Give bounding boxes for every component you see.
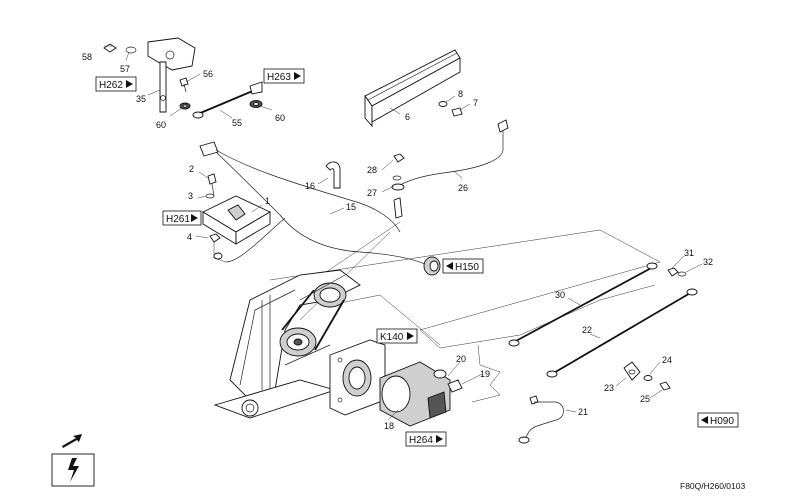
ref-link-h090[interactable]: H090: [697, 412, 739, 428]
part-number: 26: [458, 183, 468, 193]
part-number: 31: [684, 248, 694, 258]
part-number: 30: [555, 290, 565, 300]
triangle-right-icon: [407, 332, 414, 340]
triangle-right-icon: [436, 435, 443, 443]
svg-text:H261: H261: [166, 214, 190, 225]
cable-clip: [325, 161, 341, 189]
part-number: 8: [458, 89, 463, 99]
ref-link-h263[interactable]: H263: [263, 68, 305, 84]
drawing-code: F80Q/H260/0103: [680, 481, 745, 491]
small-bracket-assembly: [623, 361, 671, 391]
part-number: 7: [473, 98, 478, 108]
svg-text:H264: H264: [409, 435, 433, 446]
triangle-left-icon: [701, 416, 708, 424]
part-number: 16: [305, 181, 315, 191]
part-number: 27: [367, 188, 377, 198]
ref-link-k140[interactable]: K140: [376, 328, 418, 344]
part-number: 15: [346, 202, 356, 212]
part-number: 6: [405, 112, 410, 122]
part-number: 60: [275, 113, 285, 123]
svg-text:H150: H150: [455, 262, 479, 273]
svg-text:H263: H263: [267, 72, 291, 83]
part-number: 55: [232, 118, 242, 128]
part-number: 1: [265, 196, 270, 206]
part-number: 18: [384, 421, 394, 431]
part-number: 32: [703, 257, 713, 267]
motor-assembly: [329, 339, 463, 427]
mounting-bracket-assembly: [103, 37, 263, 119]
part-number: 4: [187, 232, 192, 242]
svg-text:H262: H262: [99, 80, 123, 91]
wire-harness: [199, 141, 441, 276]
lightning-icon: [51, 453, 95, 487]
short-cable: [518, 395, 564, 444]
triangle-right-icon: [294, 72, 301, 80]
part-number: 35: [136, 94, 146, 104]
ground-cable: [391, 119, 509, 219]
part-number: 58: [82, 52, 92, 62]
part-number: 3: [188, 191, 193, 201]
triangle-left-icon: [446, 262, 453, 270]
angle-bar-part: [364, 49, 463, 128]
part-number: 60: [156, 120, 166, 130]
part-number: 2: [189, 164, 194, 174]
switch-bracket-assembly: [202, 173, 271, 263]
part-number: 57: [120, 64, 130, 74]
part-number: 23: [604, 383, 614, 393]
part-number: 24: [662, 355, 672, 365]
ref-link-h150[interactable]: H150: [442, 258, 484, 274]
part-number: 25: [640, 394, 650, 404]
part-number-labels: 58 57 35 56 60 55 60 8 7 6 2 3 4 1 16 15…: [82, 52, 713, 431]
triangle-right-icon: [191, 214, 198, 222]
part-number: 28: [367, 165, 377, 175]
part-number: 20: [456, 354, 466, 364]
ref-link-h261[interactable]: H261: [162, 210, 202, 226]
chassis-frame: [213, 221, 661, 419]
ref-link-h262[interactable]: H262: [95, 76, 137, 92]
link-rods: [508, 262, 698, 378]
ref-link-h264[interactable]: H264: [405, 431, 447, 447]
part-number: 21: [578, 407, 588, 417]
svg-text:H090: H090: [710, 416, 734, 427]
part-number: 22: [582, 325, 592, 335]
svg-text:K140: K140: [380, 332, 404, 343]
part-number: 19: [480, 369, 490, 379]
leader-lines: [104, 45, 703, 421]
arrow-icon: [62, 434, 82, 448]
part-number: 56: [203, 69, 213, 79]
triangle-right-icon: [126, 80, 133, 88]
